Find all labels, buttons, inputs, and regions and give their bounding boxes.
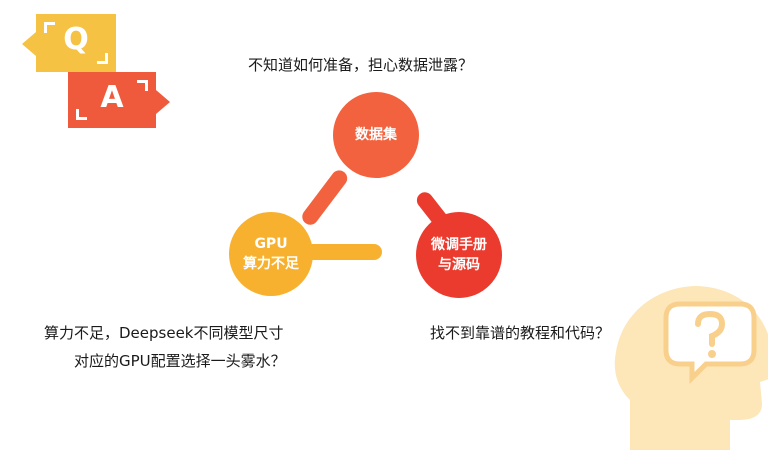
- dataset-stem: [299, 167, 351, 228]
- prompt-left-line2: 对应的GPU配置选择一头雾水？: [74, 352, 286, 370]
- finetune-label-1: 微调手册: [431, 237, 487, 253]
- gpu-label-2: 算力不足: [243, 256, 299, 272]
- finetune-node: 微调手册 与源码: [416, 212, 502, 298]
- a-badge-icon: A: [68, 72, 170, 128]
- gpu-label-1: GPU: [254, 236, 288, 252]
- gpu-node: GPU 算力不足: [229, 212, 313, 296]
- prompt-top: 不知道如何准备，担心数据泄露？: [248, 56, 474, 74]
- prompt-right: 找不到靠谱的教程和代码？: [430, 324, 611, 342]
- q-badge-icon: Q: [22, 14, 116, 72]
- prompt-left-line1: 算力不足，Deepseek不同模型尺寸: [44, 324, 284, 342]
- finetune-label-2: 与源码: [438, 257, 480, 273]
- dataset-label: 数据集: [355, 127, 397, 143]
- q-letter: Q: [63, 22, 89, 57]
- dataset-node: 数据集: [333, 92, 419, 178]
- a-letter: A: [100, 80, 124, 115]
- thinking-head-icon: [614, 286, 768, 450]
- gpu-stem: [300, 244, 382, 260]
